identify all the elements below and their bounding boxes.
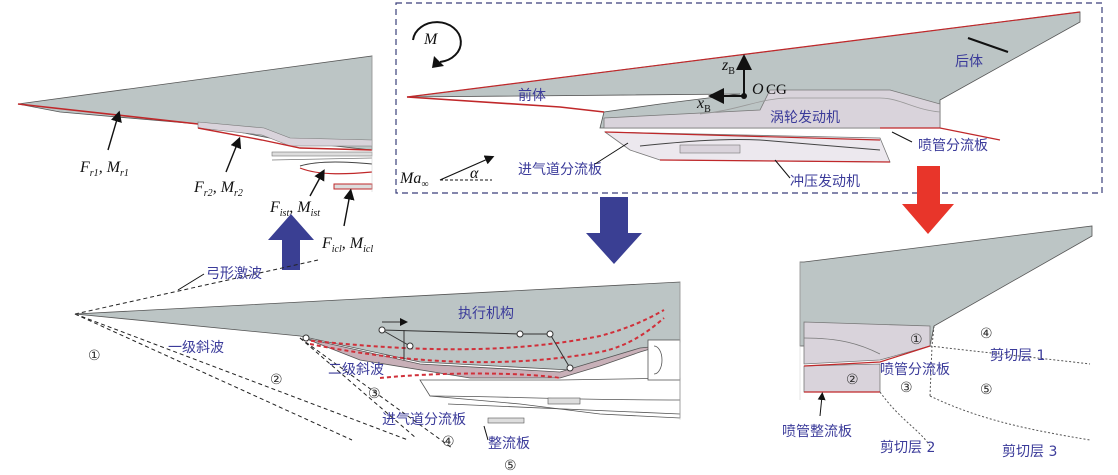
first-ramp-shock-label: 一级斜波 [168, 340, 224, 356]
force-label-r2: Fr2, Mr2 [193, 179, 243, 199]
inlet-splitter-detail-label: 进气道分流板 [382, 412, 466, 428]
inlet-detail-panel: 弓形激波 一级斜波 二级斜波 执行机构 进气道分流板 整流板 ① ② ③ ④ ⑤ [74, 259, 681, 474]
full-vehicle-panel: M zB xB O CG 前体 后体 涡轮发动机 喷管分流板 [395, 2, 1103, 194]
body-axes [708, 54, 752, 104]
up-arrow-blue [268, 214, 314, 270]
actuator-label: 执行机构 [458, 306, 514, 322]
nozzle-splitter-detail-label: 喷管分流板 [880, 362, 950, 378]
nozzle-region-3: ③ [900, 380, 913, 396]
shear-layer-2-label: 剪切层 2 [880, 440, 935, 456]
region-2: ② [270, 372, 283, 388]
nozzle-detail-panel: ① ② ③ ④ ⑤ 喷管分流板 剪切层 1 剪切层 2 剪切层 3 喷管整流板 [782, 225, 1093, 460]
force-label-ist: Fist, Mist [269, 199, 320, 219]
x-axis-label: xB [696, 95, 711, 115]
mach-label: Ma∞ [399, 170, 428, 190]
moment-arc-icon [412, 21, 462, 68]
force-breakdown-panel: Fr1, Mr1 Fr2, Mr2 Fist, Mist Ficl, Micl [17, 55, 373, 255]
aftbody-label: 后体 [955, 54, 983, 70]
nozzle-rectifier-label: 喷管整流板 [782, 424, 852, 440]
force-label-icl: Ficl, Micl [321, 235, 373, 255]
second-ramp-shock-label: 二级斜波 [328, 362, 384, 378]
down-arrow-blue [586, 197, 642, 264]
region-1: ① [88, 348, 101, 364]
shear-layer-1-label: 剪切层 1 [990, 348, 1045, 364]
region-4: ④ [442, 434, 455, 450]
forebody-label: 前体 [518, 87, 546, 104]
nozzle-region-1: ① [910, 332, 923, 348]
alpha-label: α [470, 165, 479, 182]
origin-label: O [752, 81, 764, 98]
bow-shock-label: 弓形激波 [206, 265, 262, 282]
inlet-splitter-label: 进气道分流板 [518, 162, 602, 178]
region-5: ⑤ [504, 458, 517, 474]
shear-layer-3-label: 剪切层 3 [1002, 444, 1057, 460]
down-arrow-red [902, 166, 954, 234]
force-label-r1: Fr1, Mr1 [79, 159, 129, 179]
moment-label: M [423, 31, 439, 48]
turbine-engine-label: 涡轮发动机 [770, 110, 840, 126]
z-axis-label: zB [721, 57, 735, 77]
nozzle-splitter-label: 喷管分流板 [918, 138, 988, 154]
engine-pod [603, 89, 941, 129]
nozzle-region-4: ④ [980, 326, 993, 342]
rectifier-label: 整流板 [488, 436, 530, 452]
ramjet-engine-label: 冲压发动机 [790, 174, 860, 190]
nozzle-region-5: ⑤ [980, 382, 993, 398]
nozzle-region-2: ② [846, 372, 859, 388]
region-3: ③ [368, 386, 381, 402]
cg-label: CG [766, 82, 787, 98]
